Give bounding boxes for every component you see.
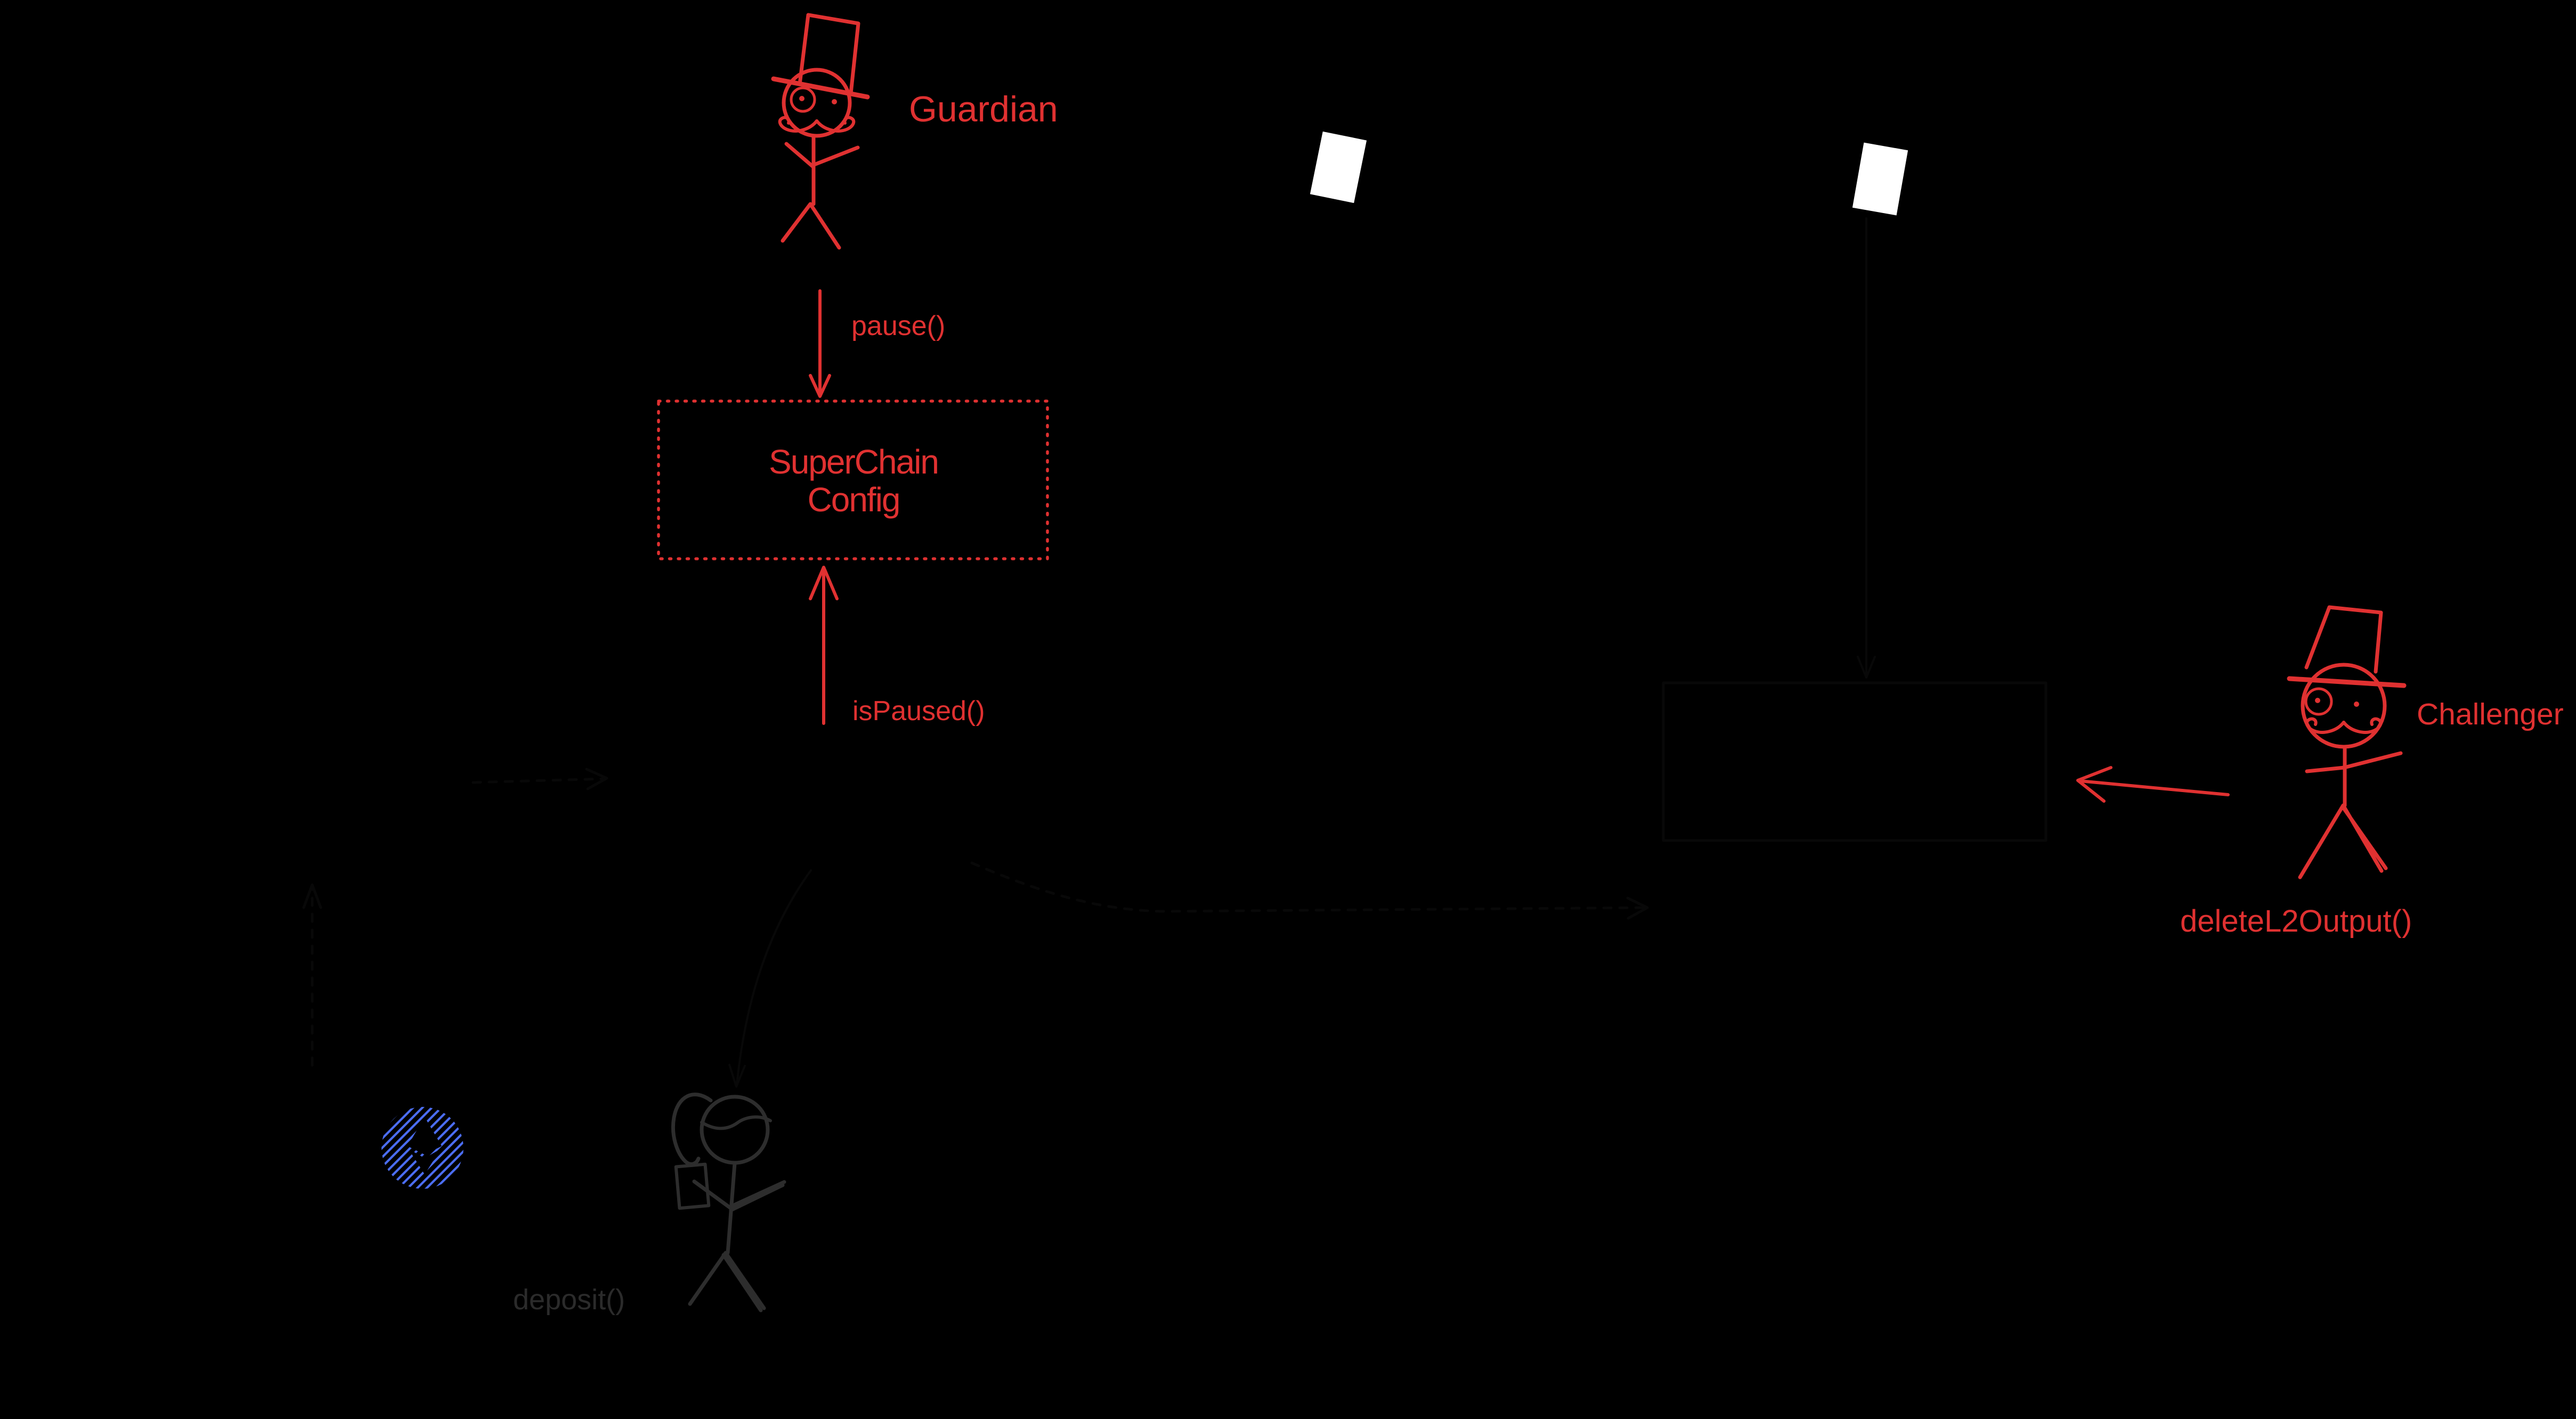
superchain-config-box <box>657 399 1049 560</box>
faint-ink-layer <box>302 217 2047 1088</box>
delete-l2-output-arrow <box>2076 766 2230 803</box>
superchain-config-label-line1: SuperChain <box>769 443 938 481</box>
guardian-label: Guardian <box>909 89 1058 129</box>
challenger-monocle-icon <box>2304 687 2333 716</box>
hidden-arrow-right-short <box>472 768 608 790</box>
guardian-arms <box>784 142 860 169</box>
user-left-arm <box>692 1179 734 1211</box>
challenger-mustache-right <box>2342 717 2383 734</box>
is-paused-call-label: isPaused() <box>852 696 985 727</box>
hidden-arrow-up <box>302 883 322 1067</box>
challenger-mustache-left <box>2305 717 2345 734</box>
guardian-left-eye <box>799 96 805 101</box>
guardian-actor <box>771 13 870 250</box>
ethereum-diamond-icon <box>408 1118 442 1174</box>
user-hair-fringe <box>700 1115 772 1130</box>
challenger-right-eye <box>2354 702 2359 707</box>
user-right-arm <box>729 1180 786 1212</box>
paper-left <box>1310 131 1367 203</box>
pause-arrow <box>809 289 831 398</box>
hidden-line-paper-to-box <box>1857 217 1876 679</box>
superchain-config-node: SuperChain Config <box>657 399 1049 560</box>
paper-right <box>1852 142 1908 216</box>
superchain-config-label-line2: Config <box>808 480 900 519</box>
delete-l2-output-call-label: deleteL2Output() <box>2180 904 2412 939</box>
challenger-arms <box>2305 751 2403 773</box>
is-paused-arrow <box>809 566 839 725</box>
guardian-mustache-right <box>815 116 856 133</box>
challenger-hat-brim <box>2287 676 2407 688</box>
hidden-arrow-to-user <box>728 869 812 1088</box>
hidden-arrow-long <box>970 861 1649 920</box>
challenger-top-hat-icon <box>2304 605 2383 674</box>
challenger-legs <box>2298 803 2388 879</box>
guardian-mustache-left <box>778 116 818 133</box>
user-legs <box>688 1251 766 1312</box>
guardian-top-hat-icon <box>798 13 860 95</box>
eth-token <box>381 1107 464 1189</box>
user-actor <box>671 1092 786 1312</box>
pause-call-label: pause() <box>851 311 945 341</box>
deposit-call-label: deposit() <box>513 1284 625 1316</box>
guardian-legs <box>781 202 841 250</box>
challenger-left-eye <box>2315 698 2320 703</box>
hidden-box <box>1662 681 2047 842</box>
guardian-head <box>782 68 852 138</box>
challenger-actor <box>2287 605 2407 879</box>
guardian-right-eye <box>832 99 837 104</box>
guardian-monocle-icon <box>790 86 816 113</box>
challenger-label: Challenger <box>2417 697 2564 731</box>
user-phone-icon <box>674 1162 711 1210</box>
